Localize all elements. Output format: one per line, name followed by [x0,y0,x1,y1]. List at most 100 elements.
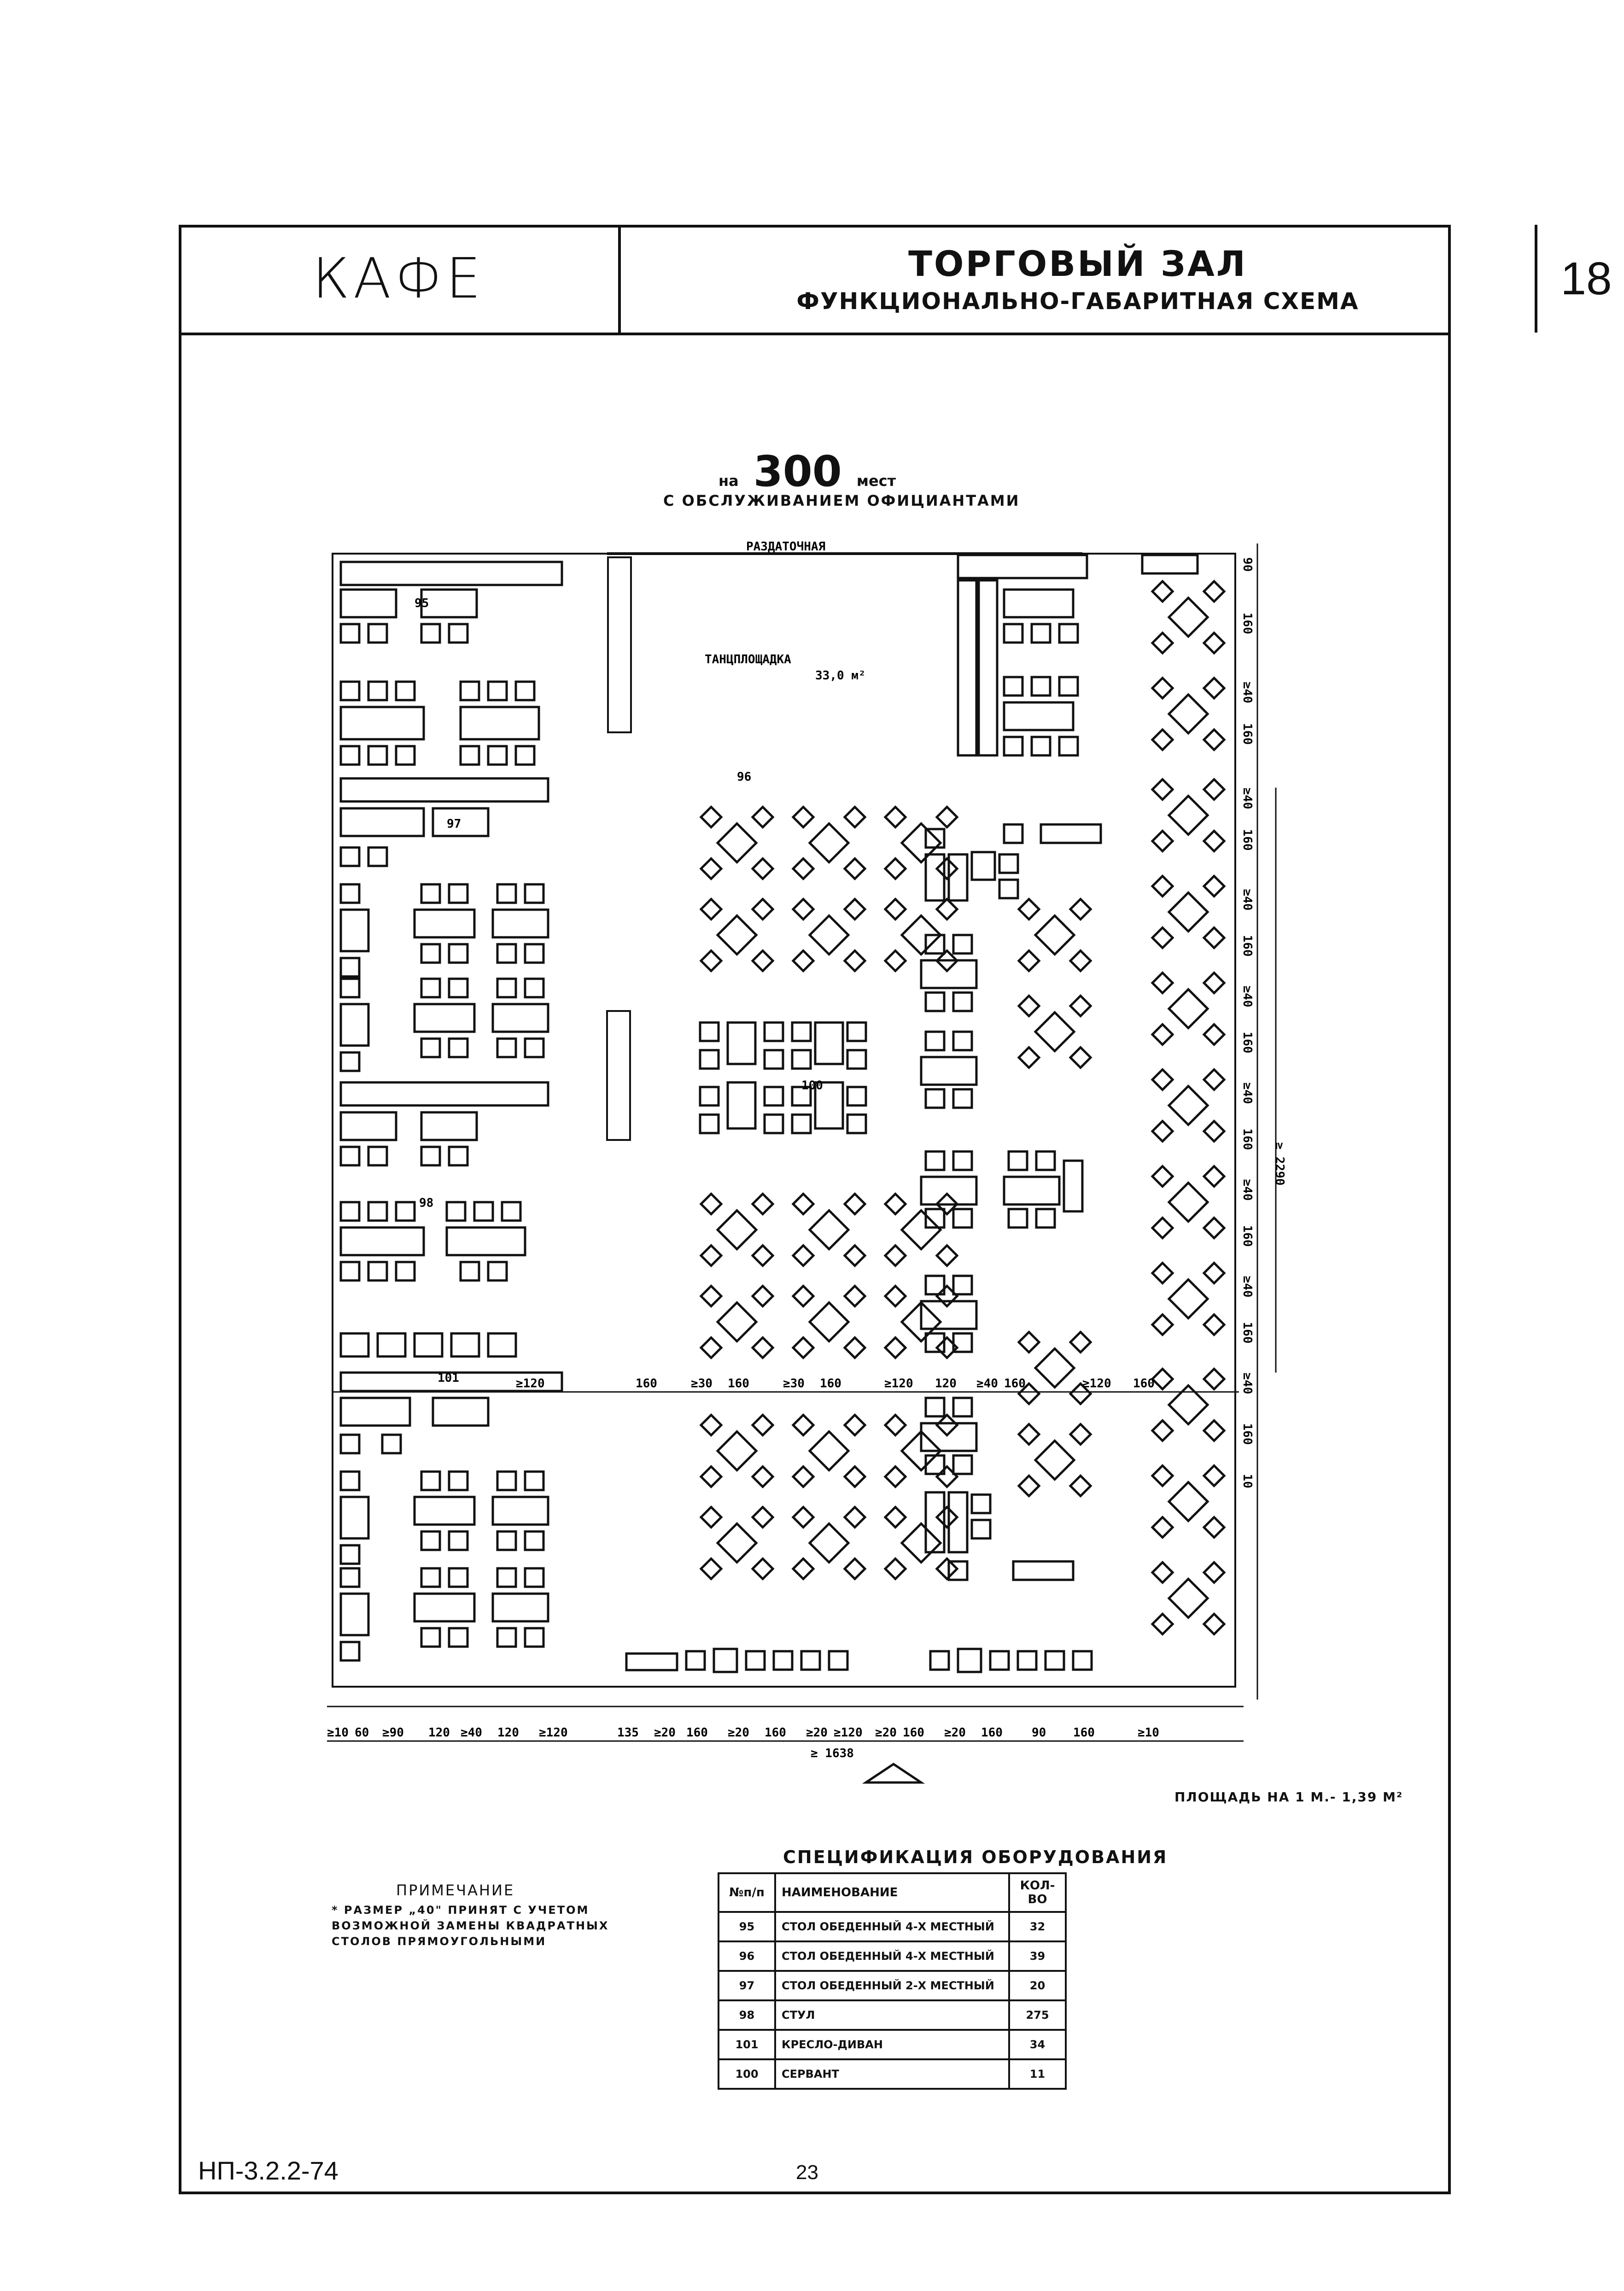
spec-cell: 20 [1008,1970,1067,2001]
diamond-shape [900,822,942,864]
diamond-shape [1167,1384,1209,1426]
diamond-shape [716,1209,758,1251]
page-number: 23 [796,2161,818,2184]
diamond-shape [843,1244,867,1268]
dimension-label: 120 [497,1726,519,1740]
diamond-shape [843,1465,867,1489]
spec-cell: 11 [1008,2058,1067,2090]
spec-header: КОЛ-ВО [1008,1872,1067,1913]
diamond-shape [791,1244,815,1268]
diamond-shape [935,949,959,973]
diamond-shape [1017,1046,1041,1070]
diamond-shape [1167,1577,1209,1619]
spec-header: №п/п [718,1872,776,1913]
dimension-label: ≥90 [382,1726,404,1740]
dimension-label: 160 [728,1377,749,1391]
diamond-shape [883,897,907,921]
dimension-label: 160 [1240,1225,1254,1247]
diamond-shape [843,949,867,973]
dimension-label: ≥30 [783,1377,805,1391]
diamond-shape [1202,728,1226,752]
note-body: * РАЗМЕР „40" ПРИНЯТ С УЧЕТОМ ВОЗМОЖНОЙ … [332,1902,609,1949]
diamond-shape [1151,1216,1174,1240]
spec-cell: КРЕСЛО-ДИВАН [774,2029,1010,2060]
diamond-shape [716,822,758,864]
diamond-shape [699,805,723,829]
dimension-label: 60 [355,1726,369,1740]
spec-cell: 39 [1008,1940,1067,1972]
diamond-shape [1202,1068,1226,1092]
servery-label: РАЗДАТОЧНАЯ [746,540,825,554]
diamond-shape [1069,994,1092,1018]
equipment-tag: 100 [801,1079,823,1093]
diamond-shape [935,897,959,921]
note-line: * РАЗМЕР „40" ПРИНЯТ С УЧЕТОМ [332,1904,590,1917]
dimension-label: ≥120 [539,1726,568,1740]
diamond-shape [1202,926,1226,950]
dimension-label: 160 [981,1726,1003,1740]
diamond-shape [1202,1313,1226,1337]
dimension-label: ≥20 [728,1726,749,1740]
diamond-shape [1151,1464,1174,1488]
dimension-label: ≥40 [1240,788,1254,809]
dimension-label: ≥40 [1240,1179,1254,1201]
diamond-shape [791,805,815,829]
diamond-shape [935,1192,959,1216]
spec-header: НАИМЕНОВАНИЕ [774,1872,1010,1913]
diamond-shape [791,949,815,973]
dimension-label: ≥10 [327,1726,349,1740]
sheet-subtitle: ФУНКЦИОНАЛЬНО-ГАБАРИТНАЯ СХЕМА [796,287,1359,315]
diamond-shape [1151,579,1174,603]
diamond-shape [1151,631,1174,655]
diamond-shape [1167,794,1209,836]
service-subheading: С ОБСЛУЖИВАНИЕМ ОФИЦИАНТАМИ [663,492,1020,509]
spec-cell: СТУЛ [774,1999,1010,2031]
dimension-label: ≥40 [1240,1276,1254,1297]
diamond-shape [1202,1164,1226,1188]
dimension-label: 120 [428,1726,450,1740]
dimension-label: ≥40 [976,1377,998,1391]
diamond-shape [751,897,775,921]
diamond-shape [751,857,775,881]
dimension-label: 160 [820,1377,841,1391]
equipment-tag: 97 [447,817,461,831]
diamond-shape [1202,971,1226,995]
sheet-number: 18 [1560,252,1612,304]
diamond-shape [1151,777,1174,801]
diamond-shape [751,1192,775,1216]
diamond-shape [843,1336,867,1360]
diamond-shape [1151,971,1174,995]
equipment-tag: 98 [419,1196,433,1210]
diamond-shape [699,1192,723,1216]
equipment-tag: 95 [415,596,429,610]
equipment-tag: 96 [737,770,751,784]
diamond-shape [1202,676,1226,700]
diamond-shape [791,1557,815,1581]
diamond-shape [808,1209,850,1251]
diamond-shape [791,897,815,921]
diamond-shape [716,914,758,956]
title-cell: ТОРГОВЫЙ ЗАЛ ФУНКЦИОНАЛЬНО-ГАБАРИТНАЯ СХ… [621,225,1537,333]
diamond-shape [1151,728,1174,752]
right-dimensions: 90160≥40160≥40160≥40160≥40160≥40160≥4016… [1240,557,1254,1488]
diamond-shape [883,1284,907,1308]
diamond-shape [1202,1612,1226,1636]
diamond-shape [1202,1515,1226,1539]
dimension-label: ≥20 [944,1726,966,1740]
diamond-shape [1167,988,1209,1030]
diamond-shape [1202,1419,1226,1443]
sheet-frame [179,225,1451,2194]
diamond-shape [751,1284,775,1308]
left-seating [339,561,563,1662]
diamond-shape [1017,1382,1041,1406]
floor-plan: РАЗДАТОЧНАЯ ТАНЦПЛОЩАДКА 33,0 м² ≥ 1638 … [327,540,1286,1784]
diamond-shape [1202,1119,1226,1143]
diamond-shape [900,1209,942,1251]
diamond-shape [1034,914,1076,956]
diamond-shape [1151,1612,1174,1636]
diamond-shape [1034,1439,1076,1481]
note-title: ПРИМЕЧАНИЕ [396,1882,515,1899]
diamond-shape [883,857,907,881]
spec-cell: 32 [1008,1911,1067,1942]
